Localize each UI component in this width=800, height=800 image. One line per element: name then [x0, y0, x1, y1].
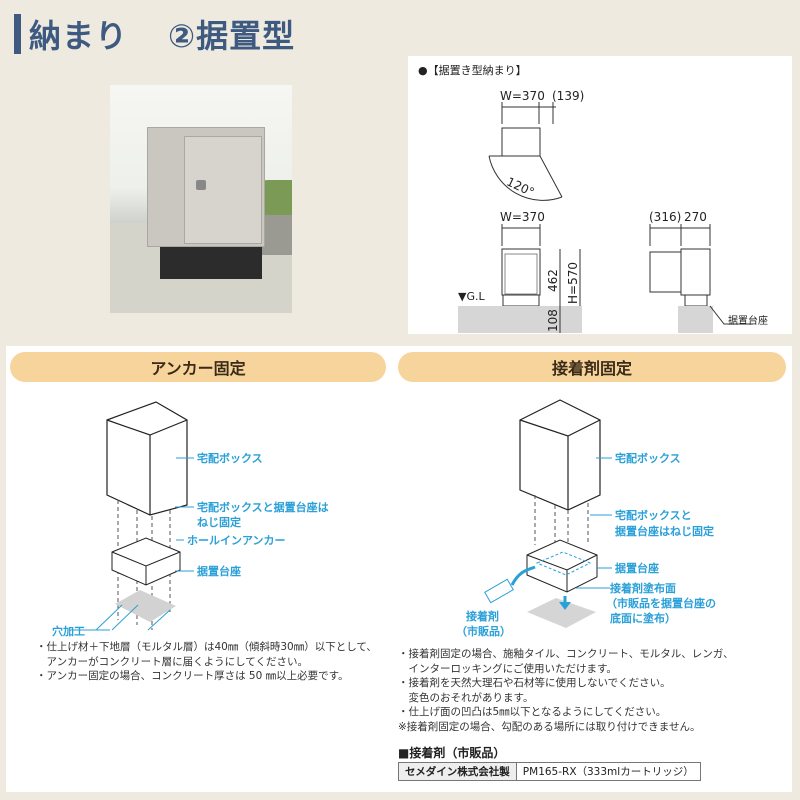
- front-width-label: W=370: [500, 210, 545, 224]
- adhesive-callout-box: 宅配ボックス: [615, 452, 681, 465]
- anchor-callout-anchor: ホールインアンカー: [187, 534, 286, 547]
- side-door-label: (316): [649, 210, 682, 224]
- title-main: 納まり: [29, 17, 129, 55]
- adhesive-callout-product-2: （市販品）: [456, 625, 511, 638]
- adhesive-callout-screw-1: 宅配ボックスと: [615, 509, 692, 522]
- delivery-box-photo: [147, 127, 265, 247]
- adhesive-notes: ・接着剤固定の場合、施釉タイル、コンクリート、モルタル、レンガ、 インターロッキ…: [398, 647, 734, 734]
- adhesive-note: 変色のおそれがあります。: [398, 691, 534, 704]
- front-view-diagram: [458, 224, 582, 333]
- page-title: 納まり ②据置型: [14, 12, 295, 56]
- anchor-callout-screw-2: ねじ固定: [197, 516, 241, 529]
- anchor-callout-base: 据置台座: [197, 565, 241, 578]
- adhesive-callout-base: 据置台座: [615, 562, 659, 575]
- adhesive-callout-screw-2: 据置台座はねじ固定: [615, 525, 714, 538]
- adhesive-note: ・接着剤固定の場合、施釉タイル、コンクリート、モルタル、レンガ、: [398, 648, 734, 660]
- adhesive-note: ※接着剤固定の場合、勾配のある場所には取り付けできません。: [398, 720, 701, 733]
- anchor-notes: ・仕上げ材＋下地層（モルタル層）は40㎜（傾斜時30㎜）以下として、 アンカーが…: [36, 640, 377, 684]
- product-photo: [110, 85, 292, 313]
- adhesive-fixing-heading: 接着剤固定: [398, 352, 786, 382]
- plan-view-diagram: [488, 102, 563, 201]
- adhesive-callout-surface-1: 接着剤塗布面: [610, 582, 676, 595]
- side-base-label: 据置台座: [728, 316, 768, 327]
- side-depth-label: 270: [684, 210, 707, 224]
- title-accent-bar: [14, 14, 21, 54]
- adhesive-callout-product-1: 接着剤: [466, 610, 499, 623]
- adhesive-product-table: セメダイン株式会社製 PM165-RX（333mlカートリッジ）: [398, 762, 701, 781]
- title-sub: ②据置型: [168, 17, 296, 55]
- ground-level-label: ▼G.L: [458, 290, 485, 303]
- anchor-note: ・仕上げ材＋下地層（モルタル層）は40㎜（傾斜時30㎜）以下として、: [36, 641, 377, 653]
- product-cell: PM165-RX（333mlカートリッジ）: [515, 762, 701, 781]
- lock-icon: [196, 180, 206, 190]
- maker-cell: セメダイン株式会社製: [398, 762, 517, 781]
- side-view-diagram: [649, 224, 753, 333]
- table-row: セメダイン株式会社製 PM165-RX（333mlカートリッジ）: [398, 762, 701, 781]
- base-stand-photo: [160, 247, 262, 279]
- anchor-note: アンカーがコンクリート層に届くようにしてください。: [36, 655, 308, 668]
- adhesive-callout-surface-3: 底面に塗布）: [610, 612, 676, 625]
- anchor-callout-box: 宅配ボックス: [197, 452, 263, 465]
- plan-clearance-label: (139): [552, 89, 585, 103]
- drawing-heading: ●【据置き型納まり】: [418, 64, 527, 77]
- adhesive-note: ・接着剤を天然大理石や石材等に使用しないでください。: [398, 677, 671, 689]
- adhesive-note: ・仕上げ面の凹凸は5㎜以下となるようにしてください。: [398, 706, 667, 718]
- anchor-fixing-heading: アンカー固定: [10, 352, 386, 382]
- adhesive-product-heading: ■接着剤（市販品）: [398, 746, 506, 760]
- adhesive-callout-surface-2: （市販品を据置台座の: [606, 597, 716, 610]
- installation-drawing: ●【据置き型納まり】 W=370 (139) 120° W=370 462 H=…: [408, 56, 792, 334]
- anchor-callout-screw-1: 宅配ボックスと据置台座は: [197, 501, 329, 514]
- adhesive-note: インターロッキングにご使用いただけます。: [398, 662, 617, 675]
- anchor-note: ・アンカー固定の場合、コンクリート厚さは 50 ㎜以上必要です。: [36, 670, 349, 682]
- anchor-callout-hole: 穴加工: [52, 625, 85, 638]
- plan-width-label: W=370: [500, 89, 545, 103]
